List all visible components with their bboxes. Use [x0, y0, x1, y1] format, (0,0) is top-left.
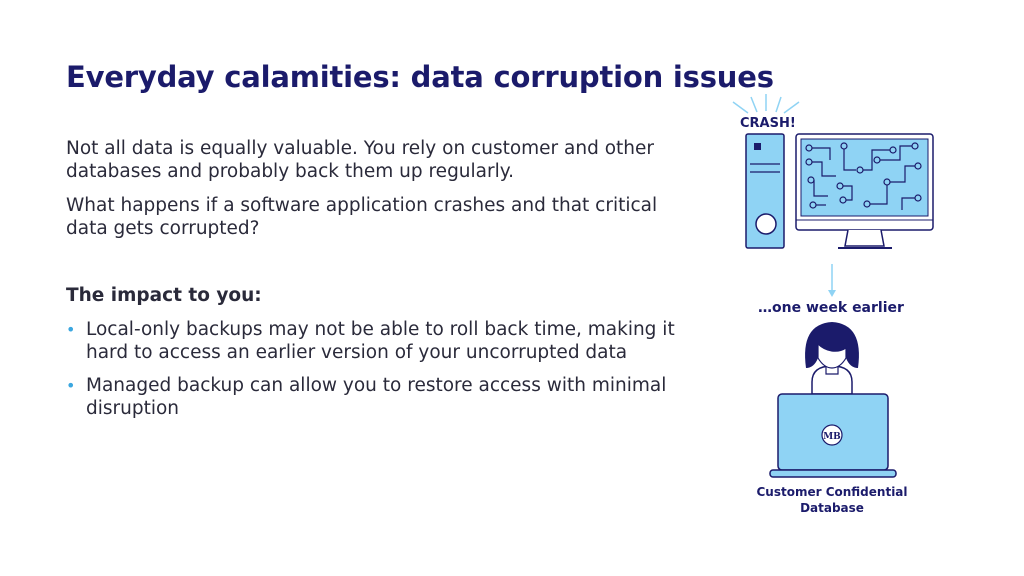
computer-tower-icon — [745, 133, 785, 249]
slide-title: Everyday calamities: data corruption iss… — [66, 60, 774, 94]
bullet-dot-icon: • — [66, 376, 76, 395]
bullet-item-managed-backup: • Managed backup can allow you to restor… — [66, 374, 696, 420]
person-avatar-icon — [805, 322, 859, 395]
paragraph-crash-question: What happens if a software application c… — [66, 195, 658, 239]
crash-label: CRASH! — [740, 116, 796, 131]
monitor-circuit-icon — [795, 133, 934, 249]
laptop-logo: MB — [823, 432, 841, 442]
crash-illustration: MB — [732, 94, 934, 478]
impact-heading: The impact to you: — [66, 285, 262, 306]
bullet-dot-icon: • — [66, 320, 76, 339]
impact-bullet-list: • Local-only backups may not be able to … — [66, 318, 696, 430]
bullet-text: Managed backup can allow you to restore … — [86, 375, 667, 419]
paragraph-value-of-data: Not all data is equally valuable. You re… — [66, 138, 655, 182]
bullet-item-local-backups: • Local-only backups may not be able to … — [66, 318, 696, 364]
arrow-down-icon — [828, 264, 836, 297]
laptop-icon: MB — [769, 393, 897, 478]
one-week-earlier-label: …one week earlier — [758, 300, 904, 316]
crash-burst-icon — [732, 94, 800, 114]
database-label: Customer Confidential Database — [756, 485, 908, 515]
bullet-text: Local-only backups may not be able to ro… — [86, 319, 675, 363]
